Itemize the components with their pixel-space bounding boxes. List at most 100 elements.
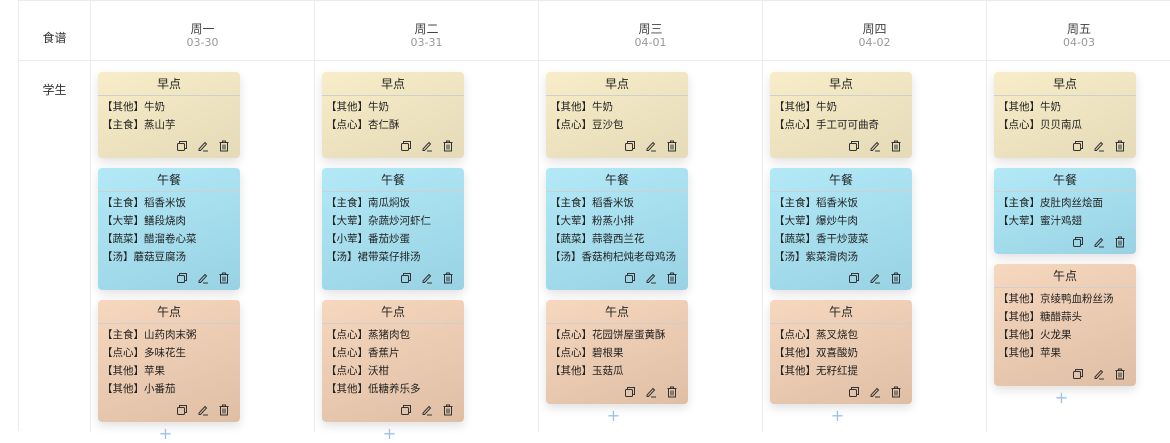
- copy-icon[interactable]: [400, 140, 412, 152]
- edit-icon[interactable]: [645, 272, 657, 284]
- edit-icon[interactable]: [1093, 236, 1105, 248]
- edit-icon[interactable]: [1093, 368, 1105, 380]
- meal-title: 早点: [770, 72, 912, 96]
- day-name: 周三: [638, 22, 663, 36]
- meal-title: 早点: [98, 72, 240, 96]
- copy-icon[interactable]: [848, 272, 860, 284]
- meal-item: 【其他】低糖养乐多: [326, 383, 421, 395]
- meal-title: 午餐: [770, 168, 912, 192]
- day-column: 早点 【其他】牛奶【主食】蒸山芋 午餐 【主食】稻香米饭【大荤】鳝段烧肉【蔬菜】…: [91, 61, 315, 443]
- delete-icon[interactable]: [218, 404, 230, 416]
- copy-icon[interactable]: [848, 140, 860, 152]
- meal-item: 【汤】紫菜滑肉汤: [774, 251, 858, 263]
- meal-item: 【点心】豆沙包: [550, 119, 624, 131]
- meal-item: 【主食】南瓜焖饭: [326, 197, 410, 209]
- copy-icon[interactable]: [400, 272, 412, 284]
- meal-title: 早点: [546, 72, 688, 96]
- copy-icon[interactable]: [624, 386, 636, 398]
- copy-icon[interactable]: [176, 140, 188, 152]
- day-column: 早点 【其他】牛奶【点心】杏仁酥 午餐 【主食】南瓜焖饭【大荤】杂蔬炒河虾仁【小…: [315, 61, 539, 443]
- meal-title: 早点: [322, 72, 464, 96]
- day-date: 04-02: [858, 36, 891, 49]
- delete-icon[interactable]: [666, 140, 678, 152]
- meal-title: 早点: [994, 72, 1136, 96]
- delete-icon[interactable]: [442, 272, 454, 284]
- delete-icon[interactable]: [1114, 236, 1126, 248]
- copy-icon[interactable]: [848, 386, 860, 398]
- edit-icon[interactable]: [869, 140, 881, 152]
- delete-icon[interactable]: [890, 140, 902, 152]
- add-meal-button[interactable]: +: [606, 406, 621, 425]
- edit-icon[interactable]: [421, 140, 433, 152]
- add-meal-button[interactable]: +: [830, 406, 845, 425]
- meal-card-lunch: 午餐 【主食】稻香米饭【大荤】粉蒸小排【蔬菜】蒜蓉西兰花【汤】香菇枸杞炖老母鸡汤: [546, 168, 688, 290]
- delete-icon[interactable]: [666, 386, 678, 398]
- delete-icon[interactable]: [442, 140, 454, 152]
- meal-item: 【其他】牛奶: [550, 101, 613, 113]
- meal-item: 【其他】火龙果: [998, 329, 1072, 341]
- copy-icon[interactable]: [176, 272, 188, 284]
- copy-icon[interactable]: [400, 404, 412, 416]
- meal-item: 【点心】多味花生: [102, 347, 186, 359]
- delete-icon[interactable]: [1114, 140, 1126, 152]
- meal-item: 【其他】京绫鸭血粉丝汤: [998, 293, 1114, 305]
- day-name: 周一: [190, 22, 215, 36]
- edit-icon[interactable]: [421, 272, 433, 284]
- edit-icon[interactable]: [197, 272, 209, 284]
- meal-item: 【点心】杏仁酥: [326, 119, 400, 131]
- add-meal-button[interactable]: +: [382, 424, 397, 443]
- meal-item: 【主食】稻香米饭: [550, 197, 634, 209]
- meal-item: 【其他】糖醋蒜头: [998, 311, 1082, 323]
- add-meal-button[interactable]: +: [1054, 388, 1069, 407]
- meal-item: 【大荤】杂蔬炒河虾仁: [326, 215, 431, 227]
- edit-icon[interactable]: [197, 404, 209, 416]
- meal-card-breakfast: 早点 【其他】牛奶【点心】贝贝南瓜: [994, 72, 1136, 158]
- meal-item: 【蔬菜】香干炒菠菜: [774, 233, 869, 245]
- copy-icon[interactable]: [624, 140, 636, 152]
- edit-icon[interactable]: [869, 386, 881, 398]
- meal-item: 【大荤】粉蒸小排: [550, 215, 634, 227]
- day-name: 周二: [414, 22, 439, 36]
- delete-icon[interactable]: [890, 386, 902, 398]
- add-meal-button[interactable]: +: [158, 424, 173, 443]
- meal-item: 【其他】牛奶: [774, 101, 837, 113]
- meal-title: 午餐: [98, 168, 240, 192]
- meal-card-breakfast: 早点 【其他】牛奶【点心】手工可可曲奇: [770, 72, 912, 158]
- meal-card-snack: 午点 【点心】花园饼屋蛋黄酥【点心】碧根果【其他】玉菇瓜: [546, 300, 688, 404]
- copy-icon[interactable]: [1072, 368, 1084, 380]
- edit-icon[interactable]: [645, 140, 657, 152]
- copy-icon[interactable]: [624, 272, 636, 284]
- delete-icon[interactable]: [218, 140, 230, 152]
- edit-icon[interactable]: [869, 272, 881, 284]
- delete-icon[interactable]: [218, 272, 230, 284]
- copy-icon[interactable]: [176, 404, 188, 416]
- edit-icon[interactable]: [421, 404, 433, 416]
- meal-item: 【点心】蒸猪肉包: [326, 329, 410, 341]
- delete-icon[interactable]: [890, 272, 902, 284]
- meal-item: 【其他】牛奶: [102, 101, 165, 113]
- meal-card-lunch: 午餐 【主食】稻香米饭【大荤】鳝段烧肉【蔬菜】醋溜卷心菜【汤】蘑菇豆腐汤: [98, 168, 240, 290]
- copy-icon[interactable]: [1072, 236, 1084, 248]
- day-column: 早点 【其他】牛奶【点心】豆沙包 午餐 【主食】稻香米饭【大荤】粉蒸小排【蔬菜】…: [539, 61, 763, 432]
- meal-item: 【其他】小番茄: [102, 383, 176, 395]
- delete-icon[interactable]: [442, 404, 454, 416]
- edit-icon[interactable]: [645, 386, 657, 398]
- delete-icon[interactable]: [666, 272, 678, 284]
- meal-item: 【主食】稻香米饭: [102, 197, 186, 209]
- meal-item: 【点心】碧根果: [550, 347, 624, 359]
- meal-item: 【小荤】番茄炒蛋: [326, 233, 410, 245]
- meal-item: 【主食】皮肚肉丝烩面: [998, 197, 1103, 209]
- meal-card-breakfast: 早点 【其他】牛奶【主食】蒸山芋: [98, 72, 240, 158]
- copy-icon[interactable]: [1072, 140, 1084, 152]
- day-date: 04-03: [1063, 36, 1095, 49]
- edit-icon[interactable]: [1093, 140, 1105, 152]
- day-name: 周四: [862, 22, 887, 36]
- edit-icon[interactable]: [197, 140, 209, 152]
- delete-icon[interactable]: [1114, 368, 1126, 380]
- meal-item: 【蔬菜】蒜蓉西兰花: [550, 233, 645, 245]
- meal-item: 【点心】花园饼屋蛋黄酥: [550, 329, 666, 341]
